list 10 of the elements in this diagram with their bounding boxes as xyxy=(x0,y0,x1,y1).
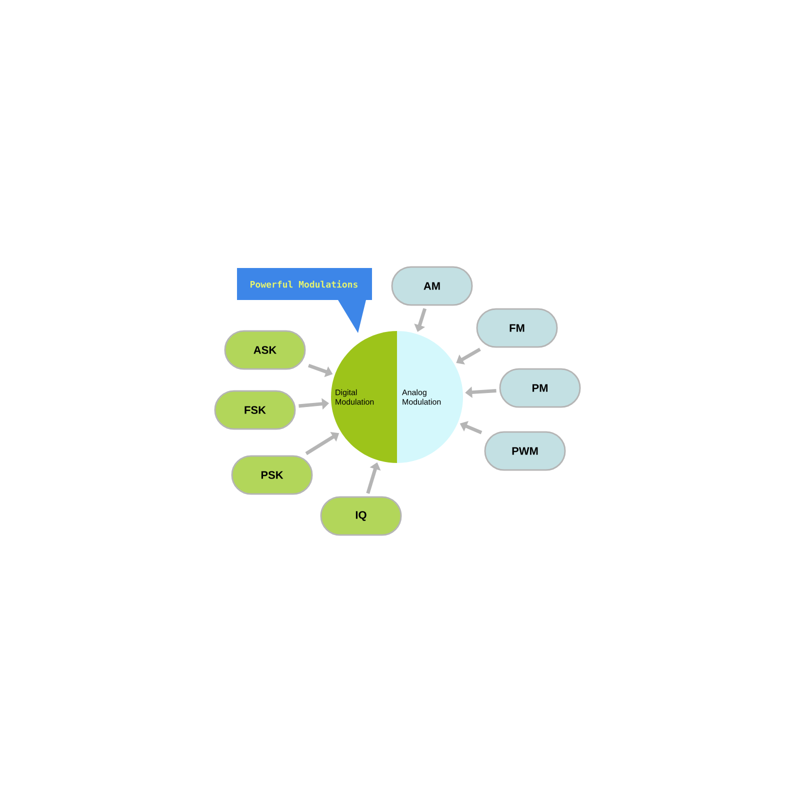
pill-box: PM xyxy=(499,368,581,408)
pill-box: PWM xyxy=(484,431,566,471)
callout-box: Powerful Modulations xyxy=(237,268,372,333)
pill-box: FM xyxy=(476,308,558,348)
pill-box: AM xyxy=(391,266,473,306)
pill-box: PSK xyxy=(231,455,313,495)
pill-box: FSK xyxy=(214,390,296,430)
pill-box: ASK xyxy=(224,330,306,370)
pill-box: IQ xyxy=(320,496,402,536)
arrow xyxy=(456,348,481,364)
